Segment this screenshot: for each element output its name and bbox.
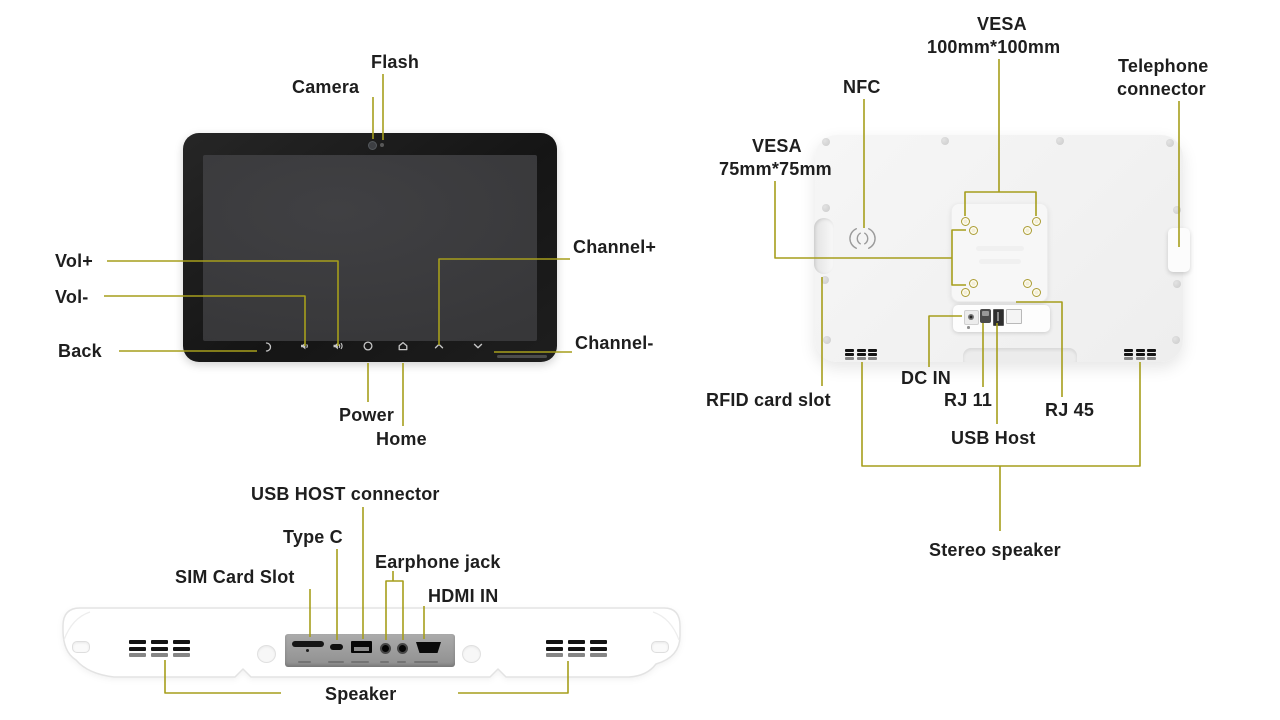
vol-minus-label: Vol- <box>55 287 89 307</box>
plate-ridge <box>976 246 1024 251</box>
power-label: Power <box>339 405 395 425</box>
back-port-panel <box>953 305 1050 332</box>
channel-minus-label: Channel- <box>575 333 654 353</box>
back-icon <box>265 342 272 352</box>
home-icon <box>398 341 408 351</box>
bottom-left-speaker-grille <box>129 640 190 657</box>
earphone-jack-port <box>397 643 408 654</box>
vesa-75-label-line1: VESA <box>752 136 802 156</box>
stand-recess <box>963 348 1077 362</box>
channel-down-icon <box>473 343 483 349</box>
nfc-label: NFC <box>843 77 881 97</box>
type-c-port <box>330 644 343 650</box>
volume-down-icon <box>301 342 308 350</box>
vesa100-hole <box>1032 217 1041 226</box>
vesa75-hole <box>1023 279 1032 288</box>
port-mini-label <box>414 661 438 663</box>
port-mini-label <box>298 661 311 663</box>
screw-icon <box>821 276 829 284</box>
screw-icon <box>822 138 830 146</box>
telephone-connector-label-line2: connector <box>1117 79 1206 99</box>
camera-label: Camera <box>292 77 360 97</box>
dc-in-label: DC IN <box>901 368 951 388</box>
sim-card-slot-label: SIM Card Slot <box>175 567 295 587</box>
channel-up-icon <box>434 343 444 349</box>
bottom-port-panel <box>285 634 455 667</box>
mount-slot <box>651 641 669 653</box>
telephone-connector-cover <box>1168 228 1190 272</box>
screw-icon <box>1173 280 1181 288</box>
plate-ridge <box>979 259 1021 264</box>
flash-label: Flash <box>371 52 420 72</box>
hdmi-in-label: HDMI IN <box>428 586 499 606</box>
earphone-jack-port <box>380 643 391 654</box>
type-c-label: Type C <box>283 527 343 547</box>
vesa-75-label-line2: 75mm*75mm <box>719 159 832 179</box>
telephone-connector-label-line1: Telephone <box>1118 56 1209 76</box>
port-mini-label <box>397 661 406 663</box>
vesa100-hole <box>961 217 970 226</box>
vesa100-hole <box>1032 288 1041 297</box>
screw-icon <box>941 137 949 145</box>
home-label: Home <box>376 429 427 449</box>
usb-host-port <box>993 309 1004 326</box>
screw-icon <box>823 336 831 344</box>
usb-host-connector-label: USB HOST connector <box>251 484 440 504</box>
bottom-right-speaker-grille <box>546 640 607 657</box>
panel-dot <box>967 326 970 329</box>
vesa-100-label-line2: 100mm*100mm <box>927 37 1061 57</box>
vesa75-hole <box>969 226 978 235</box>
vesa75-hole <box>1023 226 1032 235</box>
rj45-port <box>1006 309 1022 324</box>
front-view-device <box>183 133 557 362</box>
screw-hole <box>462 645 481 663</box>
hdmi-in-port <box>416 642 441 653</box>
bezel-highlight <box>497 355 547 358</box>
screw-hole <box>257 645 276 663</box>
left-speaker-grille <box>845 349 877 360</box>
bottom-view-seam-left <box>63 611 91 641</box>
camera-lens <box>368 141 377 150</box>
screw-icon <box>1173 206 1181 214</box>
speaker-label: Speaker <box>325 684 397 704</box>
channel-plus-label: Channel+ <box>573 237 657 257</box>
right-speaker-grille <box>1124 349 1156 360</box>
nfc-icon <box>849 228 876 249</box>
screw-icon <box>1056 137 1064 145</box>
rfid-card-slot-label: RFID card slot <box>706 390 831 410</box>
screw-icon <box>822 204 830 212</box>
flash-led <box>380 143 384 147</box>
mount-slot <box>72 641 90 653</box>
dc-in-port <box>964 310 979 325</box>
vesa-100-label-line1: VESA <box>977 14 1027 34</box>
sim-eject-pinhole <box>306 649 309 652</box>
port-mini-label <box>328 661 344 663</box>
usb-host-label: USB Host <box>951 428 1036 448</box>
port-mini-label <box>351 661 369 663</box>
sim-card-slot-port <box>292 641 324 647</box>
usb-host-connector-port <box>351 641 372 653</box>
back-view-device <box>814 135 1190 362</box>
screw-icon <box>1166 139 1174 147</box>
rj11-label: RJ 11 <box>944 390 993 410</box>
port-mini-label <box>380 661 389 663</box>
stereo-speaker-label: Stereo speaker <box>929 540 1061 560</box>
earphone-jack-label: Earphone jack <box>375 552 501 572</box>
rfid-card-slot <box>814 218 834 274</box>
back-label: Back <box>58 341 102 361</box>
bottom-view-seam-right <box>652 611 680 641</box>
vesa75-hole <box>969 279 978 288</box>
volume-up-icon <box>333 342 343 350</box>
screw-icon <box>1172 336 1180 344</box>
front-screen <box>203 155 537 341</box>
rj11-port <box>980 309 991 323</box>
power-icon <box>363 341 373 351</box>
vesa100-hole <box>961 288 970 297</box>
vol-plus-label: Vol+ <box>55 251 93 271</box>
rj45-label: RJ 45 <box>1045 400 1095 420</box>
